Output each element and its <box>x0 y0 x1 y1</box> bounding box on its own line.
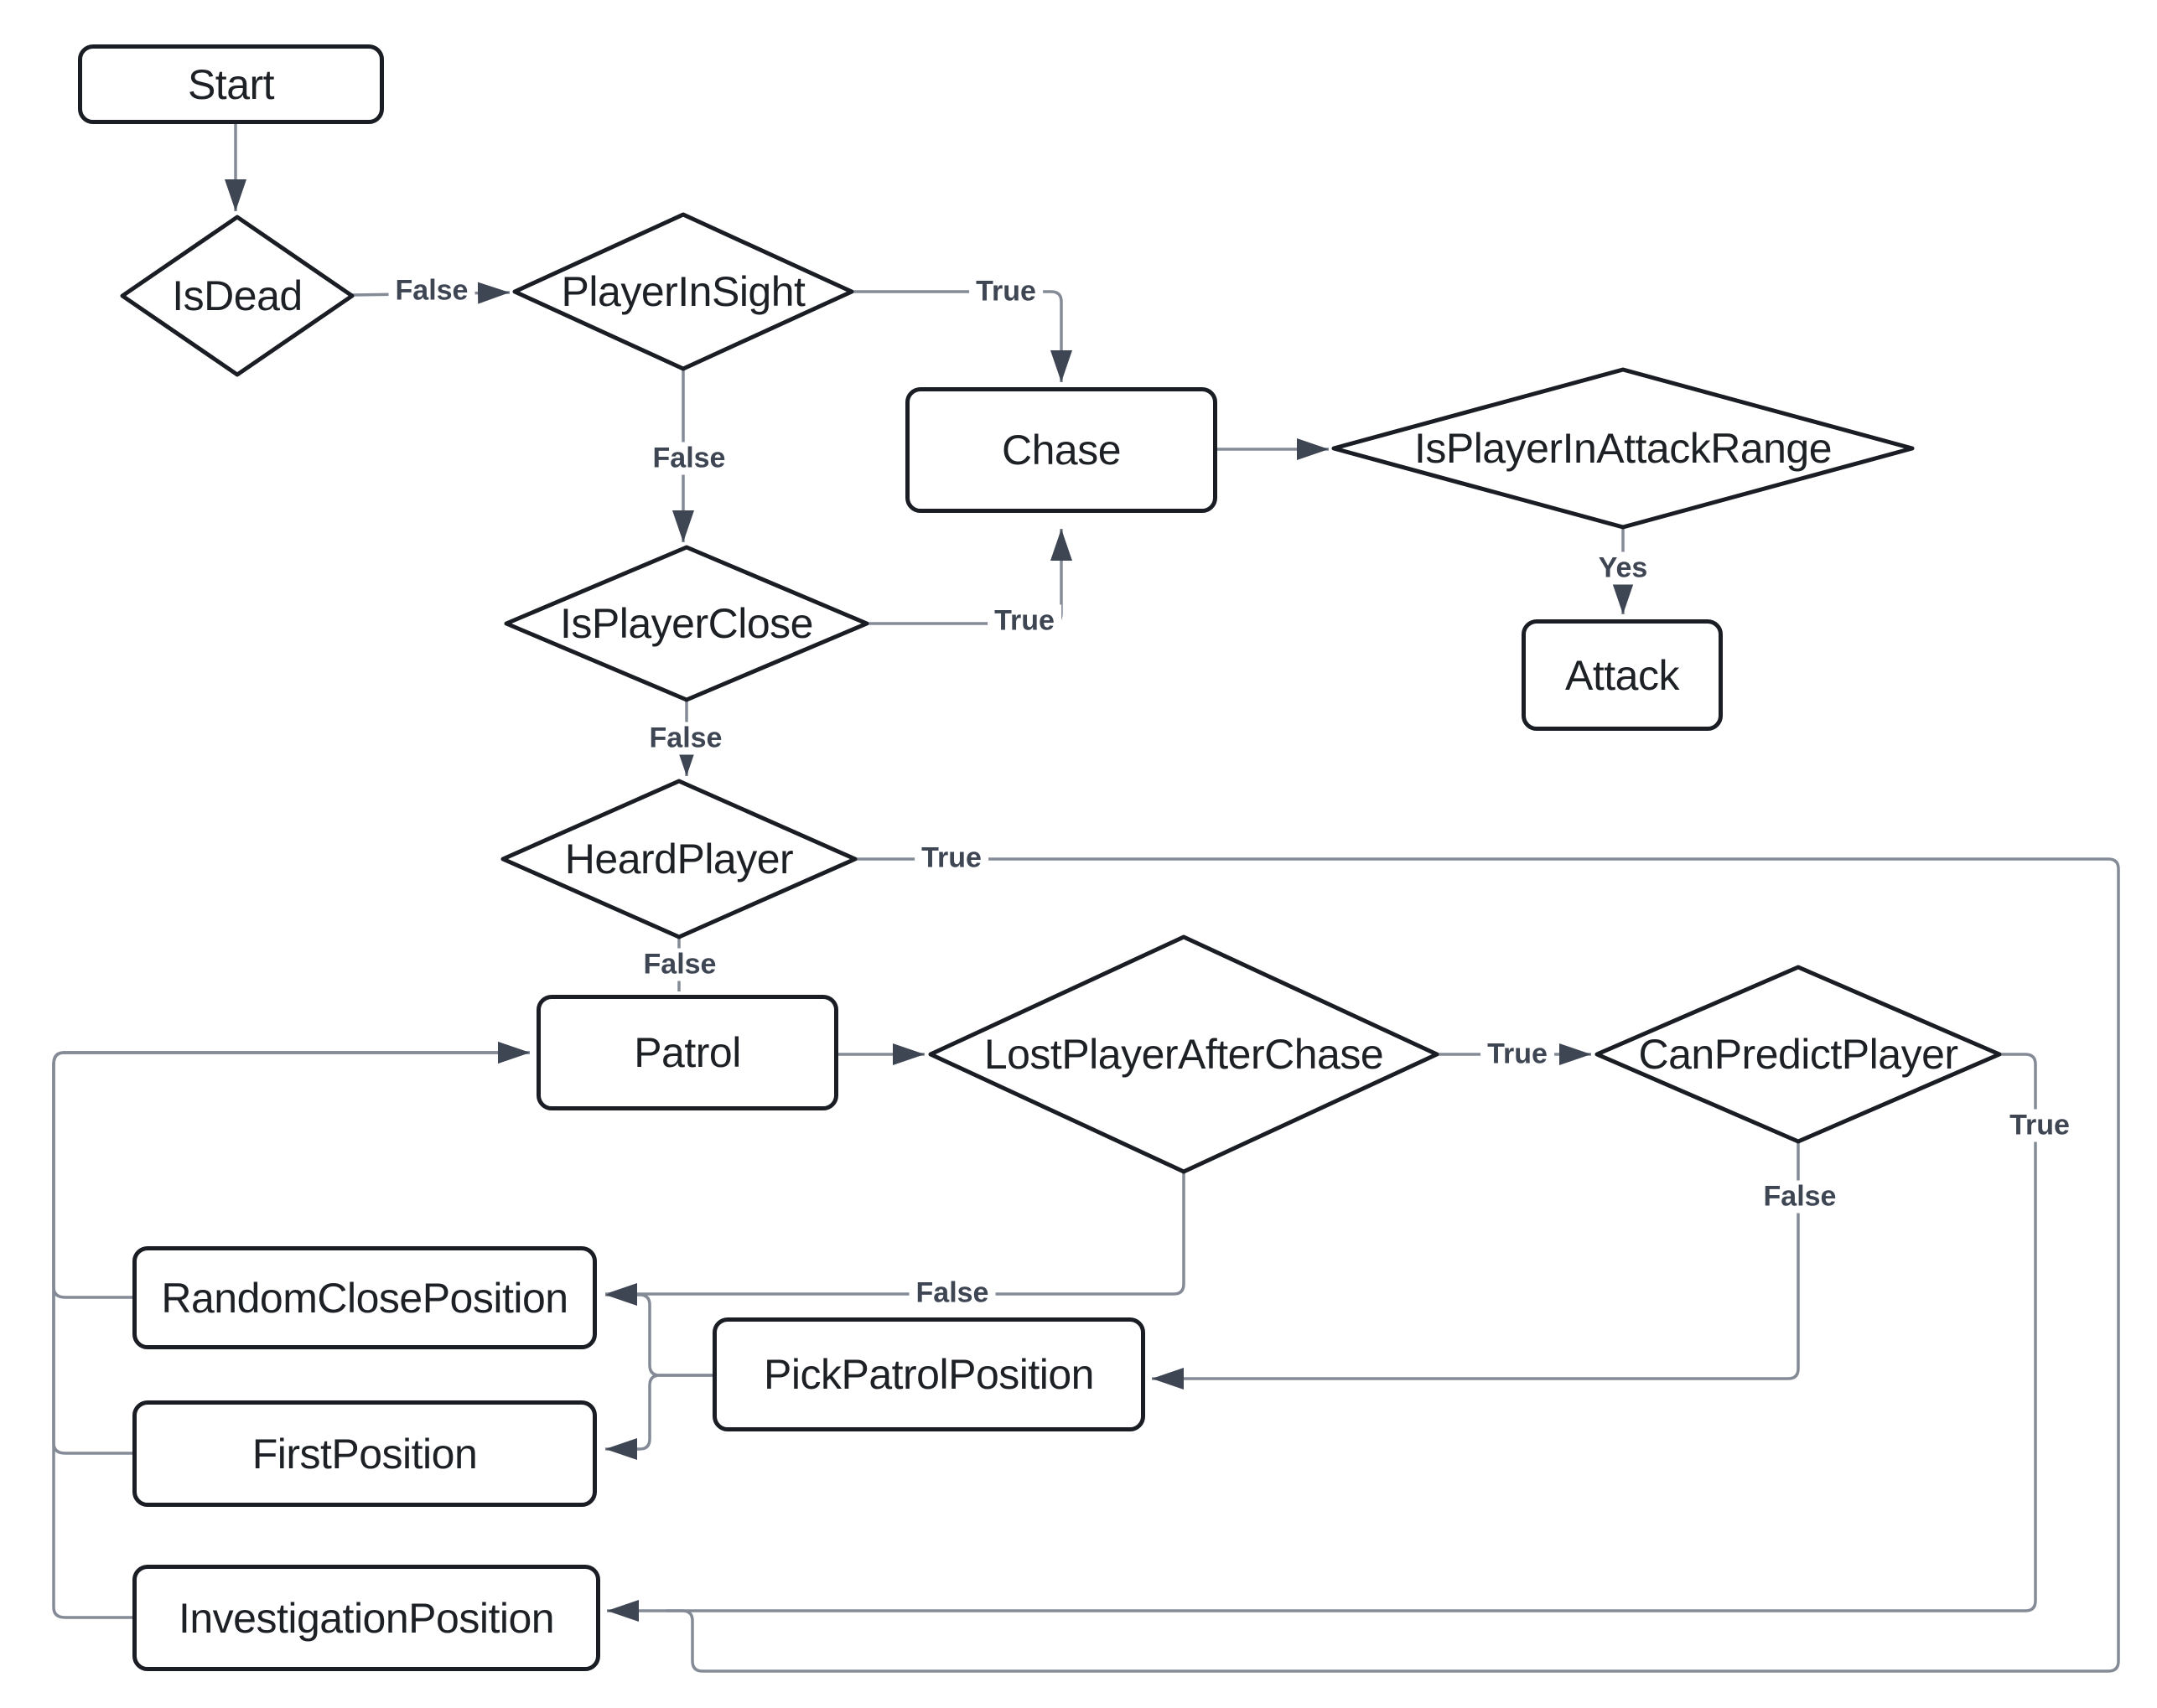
node-lostplayerafterchase-shape <box>928 934 1439 1174</box>
edge-canpredict-true-to-investigationposition <box>607 1053 2037 1622</box>
edge-label-lostplayer-false: False <box>909 1276 996 1310</box>
node-investigationposition: InvestigationPosition <box>132 1565 600 1671</box>
node-isplayerclose-label: IsPlayerClose <box>560 600 813 647</box>
node-attack-label: Attack <box>1565 651 1679 699</box>
node-isplayerinattackrange-label: IsPlayerInAttackRange <box>1413 425 1833 472</box>
edge-playerinsight-true-to-chase <box>852 290 1072 382</box>
node-start-label: Start <box>187 60 275 108</box>
node-start: Start <box>78 44 384 124</box>
edge-lostplayer-false-to-randomcloseposition <box>605 1172 1185 1305</box>
edge-label-isdead-false: False <box>388 274 475 308</box>
node-patrol-label: Patrol <box>634 1029 741 1076</box>
edge-label-playerinsight-false: False <box>646 442 733 475</box>
node-canpredictplayer-shape <box>1594 965 2002 1144</box>
node-firstposition: FirstPosition <box>132 1400 597 1507</box>
node-investigationposition-label: InvestigationPosition <box>178 1594 555 1642</box>
node-isdead-shape <box>120 215 355 377</box>
edge-investigationposition-to-patrol <box>52 1042 530 1619</box>
edge-label-lostplayer-true: True <box>1480 1038 1554 1071</box>
node-heardplayer-label: HeardPlayer <box>564 836 794 882</box>
node-isplayerclose-shape <box>504 545 869 702</box>
edge-heardplayer-true-to-investigationposition <box>666 857 2120 1673</box>
node-lostplayerafterchase-label: LostPlayerAfterChase <box>983 1031 1384 1078</box>
edge-label-playerinsight-true: True <box>969 275 1043 308</box>
edge-label-isplayerclose-true: True <box>988 604 1061 638</box>
edge-canpredict-false-to-pickpatrolposition <box>1152 1141 1800 1390</box>
edge-pickpatrol-to-firstposition <box>605 1374 713 1460</box>
node-isdead-label: IsDead <box>172 272 303 319</box>
node-patrol: Patrol <box>537 995 838 1110</box>
node-chase: Chase <box>905 387 1217 513</box>
edge-label-attackrange-yes: Yes <box>1591 551 1655 585</box>
node-pickpatrolposition: PickPatrolPosition <box>713 1317 1145 1431</box>
edge-label-heardplayer-false: False <box>636 948 723 981</box>
node-playerinsight-shape <box>512 212 854 371</box>
node-randomcloseposition: RandomClosePosition <box>132 1246 597 1349</box>
node-randomcloseposition-label: RandomClosePosition <box>161 1274 568 1322</box>
node-playerinsight-label: PlayerInSight <box>561 268 806 315</box>
node-firstposition-label: FirstPosition <box>251 1430 478 1478</box>
edge-pickpatrol-to-randomcloseposition <box>605 1284 713 1377</box>
edge-label-canpredict-false: False <box>1756 1180 1843 1214</box>
node-heardplayer-shape <box>500 779 858 939</box>
node-pickpatrolposition-label: PickPatrolPosition <box>764 1351 1094 1398</box>
node-canpredictplayer-label: CanPredictPlayer <box>1638 1031 1958 1078</box>
node-attack: Attack <box>1522 619 1723 731</box>
node-chase-label: Chase <box>1001 427 1122 474</box>
edge-label-isplayerclose-false: False <box>642 722 729 755</box>
node-isplayerinattackrange-shape <box>1331 367 1915 530</box>
edge-label-heardplayer-true: True <box>915 841 988 875</box>
edge-label-canpredict-true: True <box>2003 1109 2077 1142</box>
